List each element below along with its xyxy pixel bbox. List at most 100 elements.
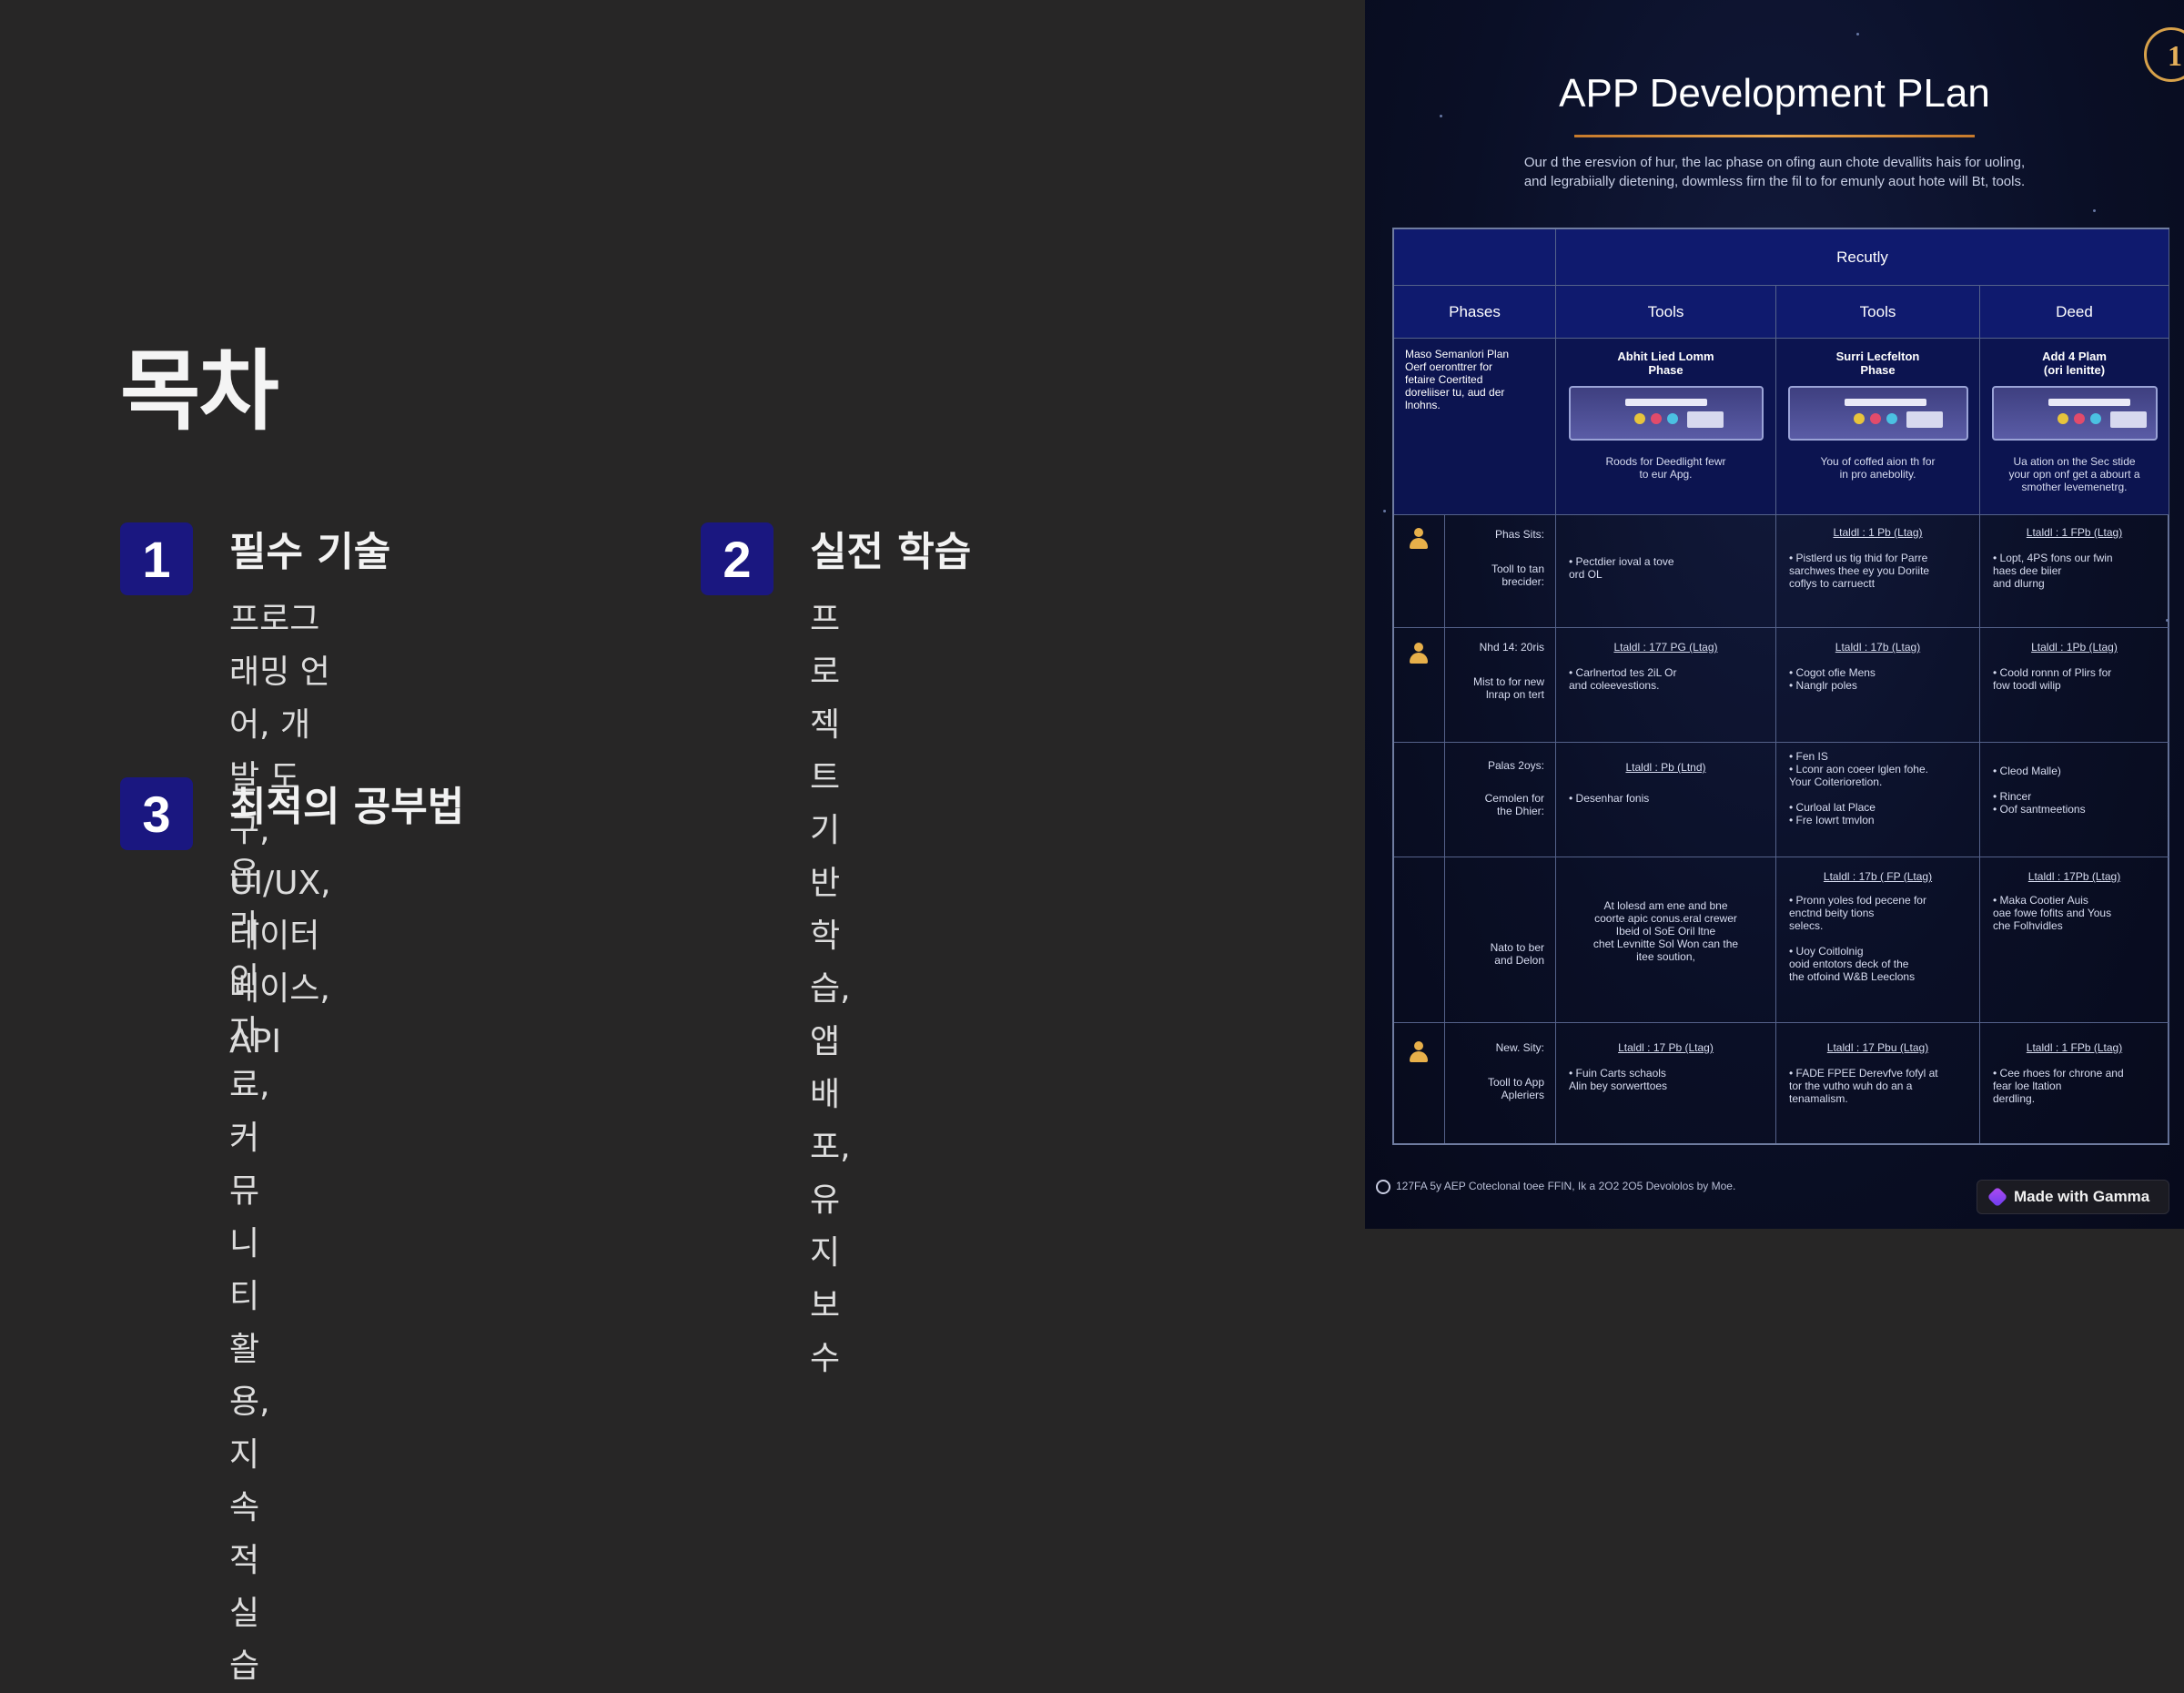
row-icon-cell (1394, 628, 1445, 743)
star-decoration (2093, 209, 2096, 212)
corner-number-badge: 1 (2144, 27, 2184, 82)
toc-item-title: 최적의 공부법 (229, 784, 465, 830)
toc-number-badge: 2 (701, 522, 774, 595)
table-cell: Ltaldl : 17 Pbu (Ltag) • FADE FPEE Derev… (1776, 1023, 1980, 1143)
cell-bullets: • Desenhar fonis (1569, 792, 1650, 805)
row-label: Nhd 14: 20ris (1479, 641, 1544, 654)
phase-description: Roods for Deedlight fewr to eur Apg. (1605, 455, 1726, 481)
table-cell: Ltaldl : 177 PG (Ltag) • Carlnertod tes … (1556, 628, 1776, 743)
table-cell: Ltaldl : 17 Pb (Ltag) • Fuin Carts schao… (1556, 1023, 1776, 1143)
cell-heading: Ltaldl : 1 Pb (Ltag) (1833, 526, 1923, 539)
toc-item-description: 프로그래밍 언어, 개발 도구, UI/UX, 데이터베이스, API (229, 601, 331, 1060)
phase-description: Ua ation on the Sec stide your opn onf g… (2008, 455, 2140, 493)
phase-title: Abhit Lied Lomm Phase (1617, 350, 1714, 377)
table-cell: Ltaldl : 1 Pb (Ltag) • Pistlerd us tig t… (1776, 515, 1980, 628)
row-label-cell: Palas 2oys: Cemolen for the Dhier: (1445, 743, 1556, 857)
table-cell: • Pectdier ioval a tove ord OL (1556, 515, 1776, 628)
plan-table: Recutly Phases Tools Tools Deed Maso Sem… (1392, 228, 2169, 1145)
star-decoration (1856, 33, 1859, 35)
table-row-phase-cell: Maso Semanlori Plan Oerf oeronttrer for … (1394, 339, 1556, 515)
table-cell: At lolesd am ene and bne coorte apic con… (1556, 857, 1776, 1023)
row-sublabel: Cemolen for the Dhier: (1484, 792, 1544, 817)
cell-heading: Ltaldl : 1Pb (Ltag) (2031, 641, 2118, 654)
table-cell: Abhit Lied Lomm Phase Roods for Deedligh… (1556, 339, 1776, 515)
row-sublabel: Mist to for new lnrap on tert (1472, 675, 1544, 701)
cell-bullets: • Cee rhoes for chrone and fear loe ltat… (1993, 1067, 2124, 1105)
row-label-cell: Phas Sits: Tooll to tan brecider: (1445, 515, 1556, 628)
cell-heading: Ltaldl : 1 FPb (Ltag) (2026, 526, 2123, 539)
cell-heading: Ltaldl : 1 FPb (Ltag) (2026, 1041, 2123, 1054)
column-header-tools-2: Tools (1776, 286, 1980, 339)
toc-item-title: 필수 기술 (229, 529, 391, 575)
cell-bullets: • Pistlerd us tig thid for Parre sarchwe… (1789, 552, 1930, 590)
column-header-deed: Deed (1980, 286, 2169, 339)
cell-bullets: • Carlnertod tes 2iL Or and coleevestion… (1569, 666, 1677, 692)
table-cell: • Fen IS • Lconr aon coeer lglen fohe. Y… (1776, 743, 1980, 857)
row-sublabel: Nato to ber and Delon (1490, 941, 1544, 967)
column-header-tools-1: Tools (1556, 286, 1776, 339)
person-icon (1409, 1041, 1429, 1063)
toc-number-badge: 1 (120, 522, 193, 595)
cell-bullets: • Fen IS • Lconr aon coeer lglen fohe. Y… (1789, 750, 1928, 826)
toc-item-description: 온라인 자료, 커뮤니티 활용, 지속적 실습 (229, 856, 270, 1685)
cell-heading: Ltaldl : Pb (Ltnd) (1625, 761, 1706, 774)
table-cell: Ltaldl : 17b (Ltag) • Cogot ofie Mens • … (1776, 628, 1980, 743)
table-cell: Add 4 Plam (ori lenitte) Ua ation on the… (1980, 339, 2169, 515)
cell-heading: Ltaldl : 17b (Ltag) (1835, 641, 1921, 654)
row-icon-cell (1394, 743, 1445, 857)
right-image-panel: 1 APP Development PLan Our d the eresvio… (1365, 0, 2184, 1229)
cell-heading: Ltaldl : 17Pb (Ltag) (2027, 870, 2121, 883)
slide-title: APP Development PLan (1559, 71, 1990, 116)
phase-title: Surri Lecfelton Phase (1835, 350, 1920, 377)
table-cell: Surri Lecfelton Phase You of coffed aion… (1776, 339, 1980, 515)
row-label-cell: Nhd 14: 20ris Mist to for new lnrap on t… (1445, 628, 1556, 743)
phase-description: Maso Semanlori Plan Oerf oeronttrer for … (1405, 348, 1510, 411)
table-cell: Ltaldl : 17Pb (Ltag) • Maka Cootier Auis… (1980, 857, 2169, 1023)
table-cell: Ltaldl : 17b ( FP (Ltag) • Pronn yoles f… (1776, 857, 1980, 1023)
row-label: Palas 2oys: (1487, 759, 1544, 772)
cell-heading: Ltaldl : 17 Pbu (Ltag) (1826, 1041, 1929, 1054)
cell-paragraph: At lolesd am ene and bne coorte apic con… (1592, 899, 1739, 963)
row-label-cell: New. Sity: Tooll to App Apleriers (1445, 1023, 1556, 1143)
cell-heading: Ltaldl : 17 Pb (Ltag) (1618, 1041, 1714, 1054)
gamma-logo-icon (1987, 1186, 2008, 1208)
cell-heading: Ltaldl : 177 PG (Ltag) (1613, 641, 1718, 654)
app-screenshot-thumbnail (1991, 386, 2158, 441)
page-title: 목차 (120, 340, 279, 442)
app-screenshot-thumbnail (1568, 386, 1764, 441)
made-with-gamma-button[interactable]: Made with Gamma (1977, 1180, 2169, 1214)
slide-intro: Our d the eresvion of hur, the lac phase… (1523, 155, 2026, 189)
cell-bullets: • Pectdier ioval a tove ord OL (1569, 555, 1674, 581)
row-label: Phas Sits: (1494, 528, 1544, 541)
footer-note: 127FA 5y AEP Coteclonal toee FFIN, Ik a … (1396, 1180, 1736, 1192)
phase-title: Add 4 Plam (ori lenitte) (2042, 350, 2107, 377)
made-with-gamma-label: Made with Gamma (2014, 1188, 2150, 1205)
row-label: New. Sity: (1495, 1041, 1544, 1054)
person-icon (1409, 528, 1429, 550)
phase-description: You of coffed aion th for in pro aneboli… (1820, 455, 1936, 481)
cell-bullets: • Coold ronnn of Plirs for fow toodl wil… (1993, 666, 2112, 692)
cell-bullets: • Cogot ofie Mens • Nanglr poles (1789, 666, 1876, 692)
table-cell: Ltaldl : 1Pb (Ltag) • Coold ronnn of Pli… (1980, 628, 2169, 743)
row-icon-cell (1394, 1023, 1445, 1143)
left-panel: 목차 1 필수 기술 프로그래밍 언어, 개발 도구, UI/UX, 데이터베이… (0, 0, 1365, 1685)
table-cell: • Cleod Malle) • Rincer • Oof santmeetio… (1980, 743, 2169, 857)
star-decoration (1440, 115, 1442, 117)
toc-item-title: 실전 학습 (810, 529, 972, 575)
row-icon-cell (1394, 857, 1445, 1023)
info-icon (1376, 1180, 1390, 1194)
cell-bullets: • Cleod Malle) • Rincer • Oof santmeetio… (1993, 765, 2086, 816)
table-group-header: Recutly (1556, 229, 2169, 286)
star-decoration (2166, 619, 2169, 622)
toc-item-description: 프로젝트 기반 학습, 앱 배포, 유 지보수 (810, 601, 851, 1377)
row-sublabel: Tooll to tan brecider: (1491, 563, 1544, 588)
star-decoration (1383, 510, 1386, 512)
cell-bullets: • Fuin Carts schaols Alin bey sorwerttoe… (1569, 1067, 1668, 1092)
table-cell: Ltaldl : Pb (Ltnd) • Desenhar fonis (1556, 743, 1776, 857)
cell-heading: Ltaldl : 17b ( FP (Ltag) (1823, 870, 1933, 883)
app-screenshot-thumbnail (1787, 386, 1968, 441)
cell-bullets: • Lopt, 4PS fons our fwin haes dee biier… (1993, 552, 2113, 590)
table-header-blank (1394, 229, 1556, 286)
row-sublabel: Tooll to App Apleriers (1487, 1076, 1544, 1101)
table-cell: Ltaldl : 1 FPb (Ltag) • Cee rhoes for ch… (1980, 1023, 2169, 1143)
